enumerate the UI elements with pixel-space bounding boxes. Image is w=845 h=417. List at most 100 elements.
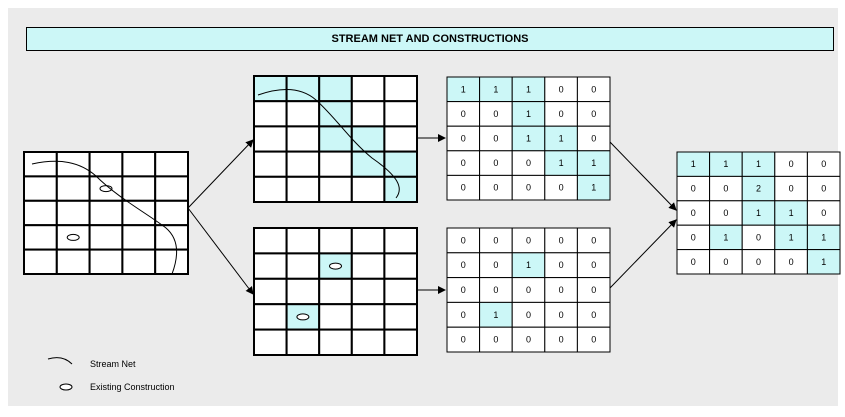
result-matrix-cell xyxy=(774,151,808,177)
result-matrix-value: 0 xyxy=(789,257,794,267)
legend-construction-icon xyxy=(59,383,73,391)
input-grid-cell xyxy=(154,151,189,178)
stream-matrix-value: 0 xyxy=(591,84,596,94)
construction-matrix-value: 0 xyxy=(493,260,498,270)
construction-matrix-cell xyxy=(576,326,611,353)
input-grid-cell xyxy=(23,248,58,276)
input-grid-cell xyxy=(121,151,157,178)
input-grid-cell xyxy=(88,151,124,178)
construction-matrix-value: 0 xyxy=(461,310,466,320)
legend-stream-label: Stream Net xyxy=(90,359,136,369)
input-grid-cell xyxy=(88,248,124,276)
result-matrix-value: 1 xyxy=(723,159,728,169)
result-matrix-value: 1 xyxy=(691,159,696,169)
stream-grid-cell xyxy=(383,75,418,103)
result-matrix-value: 2 xyxy=(756,184,761,194)
result-matrix-cell xyxy=(806,224,841,251)
input-grid-cell xyxy=(55,175,91,202)
result-matrix-cell xyxy=(806,200,841,226)
stream-grid-cell xyxy=(383,125,418,153)
input-grid-cell xyxy=(154,248,189,276)
stream-grid-cell xyxy=(350,75,386,103)
stream-grid-cell xyxy=(350,100,386,128)
stream-grid xyxy=(253,75,418,204)
result-matrix-value: 0 xyxy=(691,232,696,242)
input-grid-cell xyxy=(23,199,58,227)
construction-matrix-value: 0 xyxy=(493,285,498,295)
input-grid-cell xyxy=(23,151,58,178)
stream-grid-cell xyxy=(285,75,321,103)
construction-matrix-value: 0 xyxy=(526,235,531,245)
result-matrix-value: 0 xyxy=(723,257,728,267)
result-matrix-value: 0 xyxy=(756,257,761,267)
input-grid-cell xyxy=(121,199,157,227)
construction-grid-cell xyxy=(350,252,386,280)
construction-matrix-cell xyxy=(511,252,546,279)
stream-grid-cell xyxy=(285,175,321,204)
construction-grid-cell xyxy=(383,303,418,331)
construction-matrix-cell xyxy=(479,227,513,254)
stream-grid-cell xyxy=(253,150,288,178)
construction-grid-cell xyxy=(318,277,353,306)
result-matrix-cell xyxy=(709,224,743,251)
stream-matrix-cell xyxy=(479,174,513,201)
construction-grid-cell xyxy=(383,252,418,280)
input-grid-cell xyxy=(154,175,189,202)
construction-grid-cell xyxy=(383,328,418,357)
construction-matrix-value: 0 xyxy=(526,335,531,345)
construction-matrix-value: 0 xyxy=(591,310,596,320)
input-grid-cell xyxy=(88,224,124,251)
construction-grid-cell xyxy=(318,328,353,357)
figure-title: STREAM NET AND CONSTRUCTIONS xyxy=(26,27,834,51)
result-matrix-cell xyxy=(709,151,743,177)
construction-matrix-cell xyxy=(576,277,611,303)
result-matrix-value: 0 xyxy=(756,232,761,242)
stream-matrix-cell xyxy=(576,150,611,176)
stream-matrix-cell xyxy=(446,174,481,201)
construction-matrix-value: 0 xyxy=(559,335,564,345)
result-matrix-cell xyxy=(741,224,776,251)
stream-grid-cell xyxy=(383,100,418,128)
stream-matrix-value: 1 xyxy=(493,84,498,94)
result-matrix-cell xyxy=(709,249,743,275)
arrow-stream-matrix-to-result xyxy=(609,141,677,211)
construction-matrix-cell xyxy=(576,252,611,279)
input-grid-cell xyxy=(55,248,91,276)
input-grid-cell xyxy=(55,199,91,227)
construction-matrix-cell xyxy=(446,326,481,353)
construction-grid-cell xyxy=(350,227,386,255)
construction-grid-cell xyxy=(318,227,353,255)
construction-matrix-value: 0 xyxy=(559,260,564,270)
construction-grid-cell xyxy=(253,328,288,357)
stream-grid-cell xyxy=(253,75,288,103)
stream-grid-cell xyxy=(253,100,288,128)
stream-matrix-value: 1 xyxy=(591,158,596,168)
result-matrix-value: 1 xyxy=(756,208,761,218)
result-matrix-value: 1 xyxy=(789,208,794,218)
construction-icon xyxy=(296,313,310,321)
result-matrix-value: 1 xyxy=(789,232,794,242)
result-matrix-value: 0 xyxy=(691,184,696,194)
construction-matrix-value: 1 xyxy=(526,260,531,270)
construction-matrix-value: 0 xyxy=(461,235,466,245)
stream-matrix-cell xyxy=(544,174,578,201)
stream-matrix-cell xyxy=(576,125,611,152)
result-matrix-cell xyxy=(676,175,711,202)
input-grid-cell xyxy=(23,224,58,251)
construction-matrix-cell xyxy=(479,277,513,303)
construction-matrix-value: 0 xyxy=(591,260,596,270)
construction-matrix-value: 0 xyxy=(461,285,466,295)
stream-matrix-value: 0 xyxy=(559,109,564,119)
stream-matrix-value: 0 xyxy=(591,134,596,144)
stream-matrix-value: 0 xyxy=(493,183,498,193)
stream-grid-cell xyxy=(318,125,353,153)
stream-grid-cell xyxy=(285,150,321,178)
construction-grid-cell xyxy=(350,277,386,306)
result-matrix-cell xyxy=(741,200,776,226)
result-matrix-cell xyxy=(741,249,776,275)
result-matrix-value: 1 xyxy=(756,159,761,169)
stream-grid-cell xyxy=(318,175,353,204)
construction-matrix-value: 0 xyxy=(493,335,498,345)
result-matrix-cell xyxy=(676,200,711,226)
